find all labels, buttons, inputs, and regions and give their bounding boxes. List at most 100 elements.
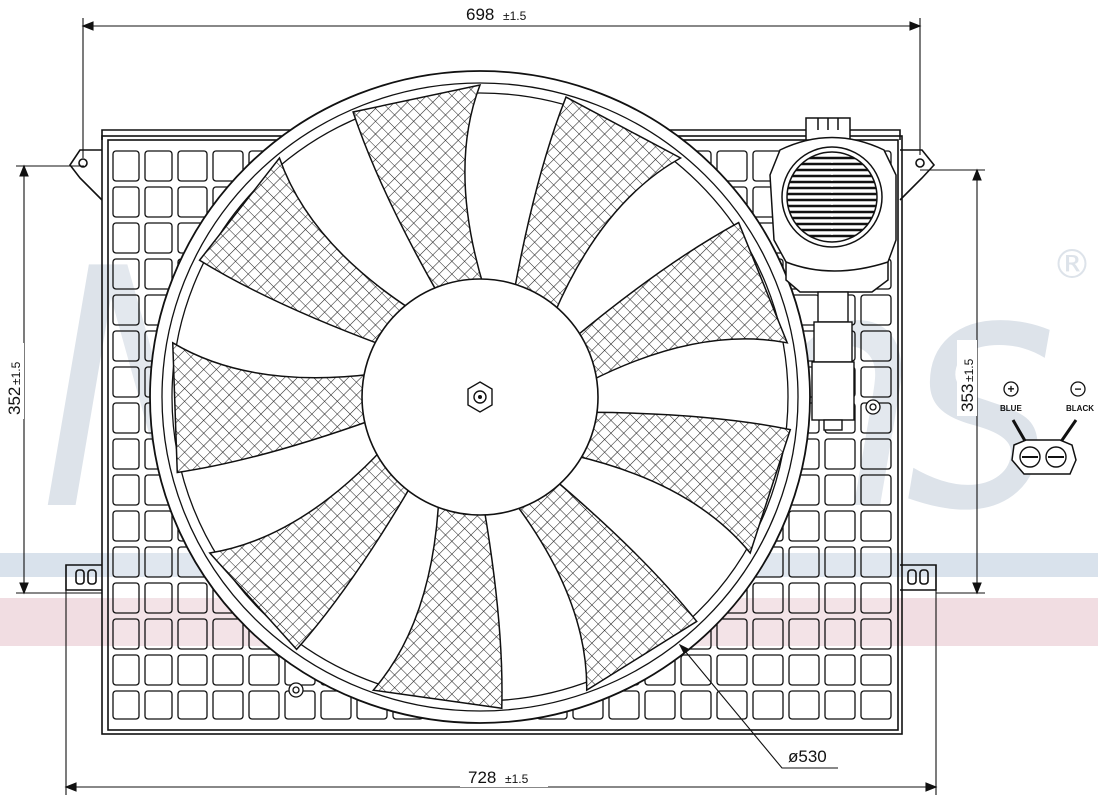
grid-cell — [144, 258, 173, 290]
grid-cell — [144, 690, 173, 720]
fan-hub — [361, 278, 599, 516]
grid-cell — [212, 690, 244, 720]
grid-cell — [824, 618, 856, 650]
grid-cell — [788, 546, 820, 578]
grid-cell — [860, 582, 892, 614]
grid-cell — [680, 690, 712, 720]
grid-cell — [824, 438, 856, 470]
grid-cell — [144, 654, 173, 686]
grid-cell — [860, 474, 892, 506]
grid-cell — [860, 510, 892, 542]
grid-cell — [860, 546, 892, 578]
grid-cell — [788, 510, 820, 542]
grid-cell — [860, 690, 892, 720]
dim-bottom-value: 728 — [468, 768, 496, 787]
fan-blades — [171, 83, 792, 710]
negative-wire-label: BLACK — [1066, 404, 1094, 413]
grid-cell — [177, 150, 208, 182]
grid-cell — [112, 510, 140, 542]
grid-cell — [177, 582, 208, 614]
dim-right-tolerance: ±1.5 — [962, 358, 976, 382]
fan-blade — [371, 498, 503, 710]
grid-cell — [680, 654, 712, 686]
grid-cell — [112, 654, 140, 686]
grid-cell — [144, 186, 173, 218]
dim-bottom-tolerance: ±1.5 — [505, 772, 529, 786]
grid-cell — [212, 654, 244, 686]
grid-cell — [752, 618, 784, 650]
fan-blade — [352, 83, 485, 296]
grid-cell — [177, 690, 208, 720]
electrical-connector: + − BLUE BLACK — [1000, 381, 1094, 475]
grid-cell — [112, 402, 140, 434]
grid-cell — [752, 582, 784, 614]
grid-cell — [860, 654, 892, 686]
grid-cell — [112, 546, 140, 578]
grid-cell — [716, 690, 748, 720]
grid-cell — [112, 366, 140, 398]
grid-cell — [860, 330, 892, 362]
grid-cell — [860, 438, 892, 470]
grid-cell — [248, 690, 280, 720]
grid-cell — [716, 654, 748, 686]
dim-right-value: 353 — [958, 384, 977, 412]
grid-cell — [824, 582, 856, 614]
motor-plug — [811, 291, 855, 431]
dim-top-tolerance: ±1.5 — [503, 9, 527, 23]
registered-mark: ® — [1052, 242, 1092, 288]
fan-blade — [572, 411, 792, 555]
dim-top-value: 698 — [466, 5, 494, 24]
grid-cell — [716, 618, 748, 650]
grid-cell — [144, 582, 173, 614]
grid-cell — [112, 582, 140, 614]
fan-blade — [171, 341, 374, 474]
grid-cell — [112, 474, 140, 506]
fan-blade — [198, 156, 414, 347]
grid-cell — [144, 510, 173, 542]
fan-blade — [513, 96, 683, 317]
grid-cell — [788, 690, 820, 720]
grid-cell — [112, 438, 140, 470]
grid-cell — [112, 690, 140, 720]
grid-cell — [112, 618, 140, 650]
grid-cell — [824, 654, 856, 686]
dim-left-value: 352 — [5, 387, 24, 415]
grid-cell — [177, 186, 208, 218]
grid-cell — [112, 186, 140, 218]
fan-blade — [572, 221, 789, 383]
grid-cell — [112, 294, 140, 326]
grid-cell — [824, 510, 856, 542]
grid-cell — [212, 150, 244, 182]
grid-cell — [248, 654, 280, 686]
grid-cell — [112, 222, 140, 254]
dim-left-tolerance: ±1.5 — [9, 361, 23, 385]
grid-cell — [112, 150, 140, 182]
grid-cell — [177, 654, 208, 686]
grid-cell — [644, 690, 676, 720]
grid-cell — [752, 690, 784, 720]
fan-blade — [512, 477, 698, 692]
grid-cell — [144, 150, 173, 182]
grid-cell — [788, 654, 820, 686]
grid-cell — [212, 618, 244, 650]
grid-cell — [824, 690, 856, 720]
grid-cell — [860, 618, 892, 650]
grid-cell — [144, 618, 173, 650]
negative-terminal-symbol: − — [1074, 382, 1081, 396]
grid-cell — [112, 330, 140, 362]
grid-cell — [144, 546, 173, 578]
grid-cell — [824, 474, 856, 506]
grid-cell — [860, 366, 892, 398]
grid-cell — [716, 150, 748, 182]
positive-terminal-symbol: + — [1007, 382, 1014, 396]
screw-boss — [288, 399, 881, 698]
grid-cell — [824, 546, 856, 578]
grid-cell — [752, 654, 784, 686]
positive-wire-label: BLUE — [1000, 404, 1022, 413]
dim-fan-diameter: ø530 — [788, 747, 827, 766]
grid-cell — [112, 258, 140, 290]
grid-cell — [177, 618, 208, 650]
grid-cell — [788, 582, 820, 614]
grid-cell — [860, 294, 892, 326]
